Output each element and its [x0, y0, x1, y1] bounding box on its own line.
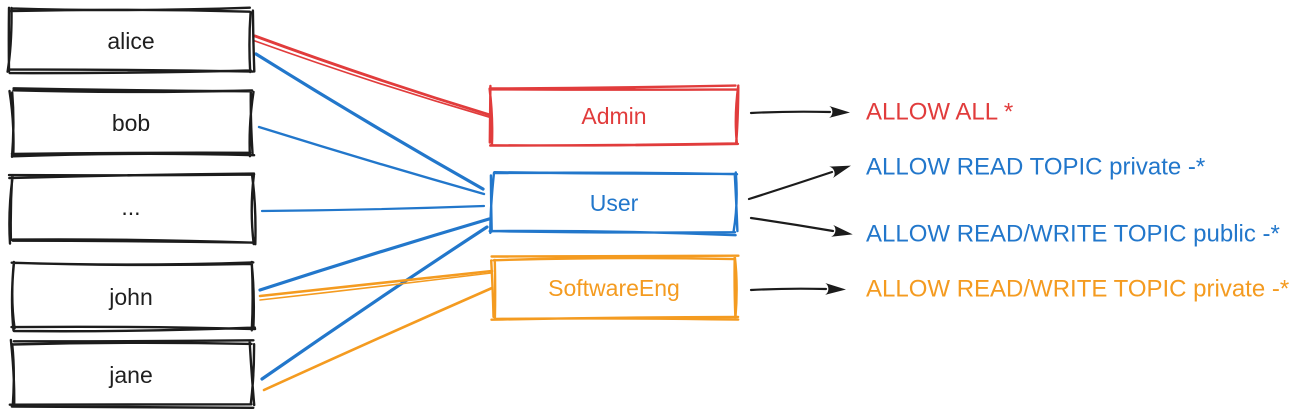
user-label-bob: bob [112, 110, 150, 136]
edge-alice-admin [253, 34, 492, 117]
arrow-softwareeng-to-readwrite-private [749, 282, 846, 295]
edge-john-softwareeng-sketch-pass [259, 272, 492, 301]
permission-label-allow-all: ALLOW ALL * [866, 99, 1013, 126]
role-box-softwareeng: SoftwareEng [490, 254, 740, 321]
user-box-john: john [10, 260, 257, 333]
user-box-jane: jane [8, 338, 256, 409]
arrow-user-to-readwrite-public [749, 216, 853, 237]
user-box-bob: bob [8, 87, 256, 158]
edge-jane-softwareeng [262, 286, 494, 392]
role-box-admin: Admin [488, 84, 740, 147]
role-box-user: User [488, 171, 739, 237]
user-label-alice: alice [107, 28, 154, 54]
user-label-john: john [108, 284, 152, 310]
permission-label-read-topic-private: ALLOW READ TOPIC private -* [866, 154, 1205, 181]
permission-label-readwrite-topic-public: ALLOW READ/WRITE TOPIC public -* [866, 221, 1280, 248]
role-label-user: User [590, 190, 639, 216]
edge-john-user [258, 217, 491, 292]
edge-alice-admin-sketch-pass [254, 40, 490, 118]
edge-ellipsis-user [260, 204, 486, 213]
user-label-jane: jane [108, 362, 152, 388]
permission-label-readwrite-topic-private: ALLOW READ/WRITE TOPIC private -* [866, 276, 1289, 303]
edge-alice-user [254, 52, 485, 191]
user-label-ellipsis: ... [121, 194, 140, 220]
arrow-admin-to-allow-all [749, 105, 850, 118]
edge-john-softwareeng [258, 269, 494, 298]
user-box-ellipsis: ... [7, 172, 257, 246]
role-label-softwareeng: SoftwareEng [548, 275, 680, 301]
role-label-admin: Admin [581, 103, 646, 129]
user-box-alice: alice [6, 6, 256, 75]
edge-jane-user [260, 225, 489, 381]
edge-bob-user [257, 125, 486, 196]
arrow-user-to-read-private [747, 165, 851, 201]
